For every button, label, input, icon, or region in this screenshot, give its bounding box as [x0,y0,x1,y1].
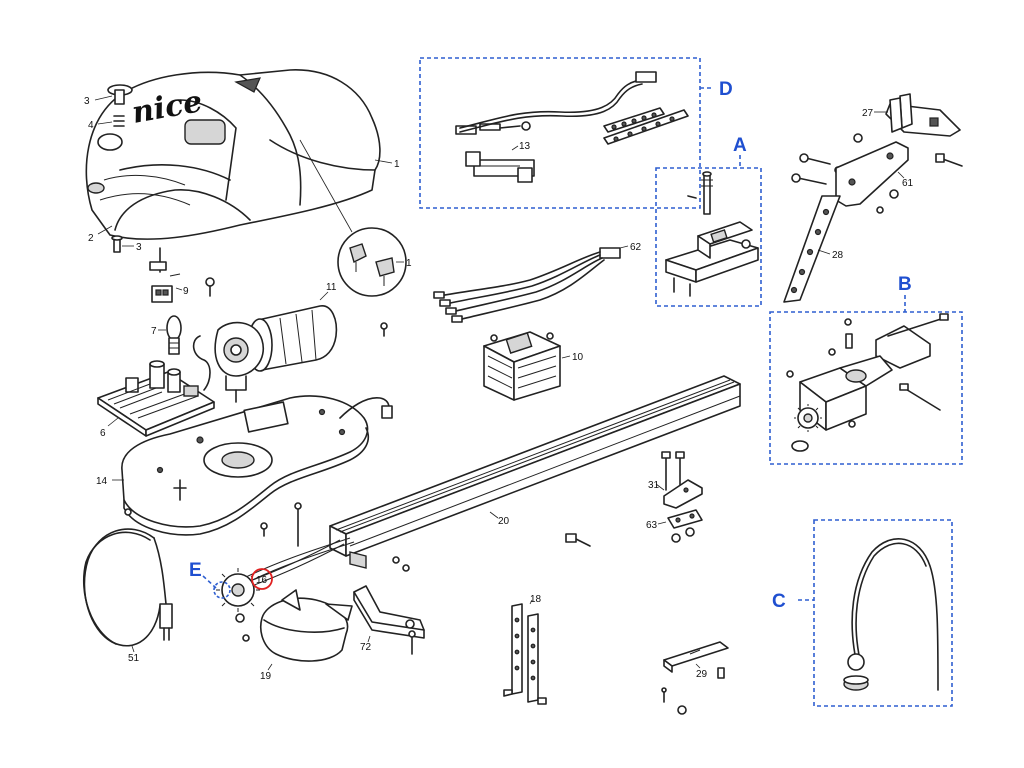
group-label-a: A [733,135,747,156]
transformer-part-10 [483,331,561,401]
rail-part-20 [329,375,741,569]
sprocket-part-16 [213,568,260,612]
part-number-6: 6 [100,428,106,439]
part-number-19: 19 [260,671,272,682]
bracket-part-27 [885,93,961,137]
bracket-set-part-18 [503,603,547,705]
part-number-3-screw: 3 [136,242,142,253]
rail-screws [260,502,591,572]
part-number-51: 51 [128,653,140,664]
lever-part-29 [663,641,729,679]
small-screw [205,277,215,297]
part-number-4: 4 [88,120,94,131]
part-number-62: 62 [630,242,642,253]
part-16-highlight: 16 [251,568,273,590]
part-number-9: 9 [183,286,189,297]
carriage-group-b [786,313,949,452]
screw-part-3 [111,235,123,253]
small-parts [661,687,687,715]
part-number-3-knob: 3 [84,96,90,107]
bulb-part-7 [166,315,182,355]
group-label-e: E [189,560,202,581]
release-mechanism-group-a [665,171,759,297]
wire-set-part-62 [433,247,621,323]
group-box-d [419,57,701,209]
part-number-20: 20 [498,516,510,527]
bracket-part-72 [353,585,425,655]
power-cable-part-51 [82,508,173,647]
group-label-d: D [719,79,733,100]
part-number-72: 72 [360,642,372,653]
motor-cover: nice [85,69,381,240]
gear-motor-part-11 [192,305,338,403]
part-number-1-clip: 1 [406,258,412,269]
knob-part-3 [107,84,133,105]
release-cable-group-c [843,537,939,691]
part-number-10: 10 [572,352,584,363]
control-board-part-6 [97,360,215,437]
part-number-31: 31 [648,480,660,491]
part-number-28: 28 [832,250,844,261]
part-number-63: 63 [646,520,658,531]
base-plate-part-14 [121,395,393,536]
group-box-b [769,311,963,465]
group-label-c: C [772,591,786,612]
spring-part-4 [113,115,125,127]
part-number-16: 16 [256,575,268,586]
part-number-27: 27 [862,108,874,119]
guard-part-19 [260,589,353,662]
connector-part-9 [149,247,181,303]
part-number-11: 11 [326,282,337,293]
part-number-7: 7 [151,326,157,337]
group-box-a [655,167,762,307]
plate-part-63 [667,509,703,543]
bracket-part-31 [661,451,703,509]
wiring-harness-group-d [455,71,689,183]
bracket-part-28 [783,195,841,303]
part-number-2: 2 [88,233,94,244]
part-number-13: 13 [519,141,531,152]
motor-screw [380,322,388,337]
part-number-1-cover: 1 [394,159,400,170]
group-label-b: B [898,274,912,295]
part-number-18: 18 [530,594,542,605]
part-number-29: 29 [696,669,708,680]
group-box-c [813,519,953,707]
part-number-61: 61 [902,178,914,189]
part-number-14: 14 [96,476,108,487]
clip-detail-circle [299,139,407,297]
